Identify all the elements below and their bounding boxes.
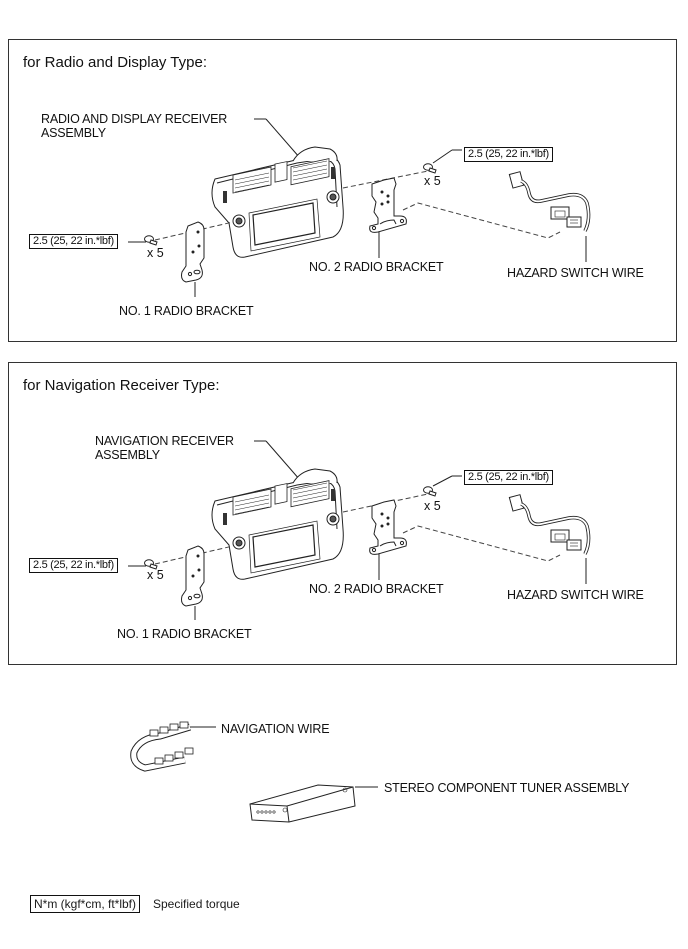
leader-line <box>265 440 301 481</box>
panel-title: for Navigation Receiver Type: <box>23 377 220 394</box>
bracket-illustration <box>181 545 205 607</box>
receiver-label-line2: ASSEMBLY <box>41 126 106 140</box>
bracket2-label: NO. 2 RADIO BRACKET <box>309 582 444 596</box>
panel-a-artwork <box>128 118 591 297</box>
panel-b-artwork <box>128 440 591 620</box>
dashed-guide <box>402 525 561 562</box>
hazard-wire-label: HAZARD SWITCH WIRE <box>507 588 644 602</box>
quantity-right: x 5 <box>424 499 441 513</box>
torque-spec-right: 2.5 (25, 22 in.*lbf) <box>464 147 553 162</box>
leader-line <box>432 149 453 164</box>
receiver-label: RADIO AND DISPLAY RECEIVER ASSEMBLY <box>41 112 227 140</box>
receiver-label: NAVIGATION RECEIVER ASSEMBLY <box>95 434 234 462</box>
tuner-box-illustration <box>249 784 378 823</box>
stereo-tuner-label: STEREO COMPONENT TUNER ASSEMBLY <box>384 781 630 795</box>
navigation-wire-label: NAVIGATION WIRE <box>221 722 330 736</box>
bracket-illustration <box>369 499 407 555</box>
wire-harness-illustration <box>507 492 591 556</box>
receiver-label-line2: ASSEMBLY <box>95 448 160 462</box>
leader-line <box>265 118 301 159</box>
wire-harness-illustration <box>507 169 591 233</box>
hazard-wire-label: HAZARD SWITCH WIRE <box>507 266 644 280</box>
bracket-illustration <box>181 221 205 283</box>
torque-spec-left: 2.5 (25, 22 in.*lbf) <box>29 234 118 249</box>
bracket1-label: NO. 1 RADIO BRACKET <box>117 627 252 641</box>
radio-receiver-illustration <box>211 468 344 580</box>
panel-radio-display: for Radio and Display Type: RADIO AND DI… <box>8 39 677 342</box>
bracket1-label: NO. 1 RADIO BRACKET <box>119 304 254 318</box>
receiver-label-line1: RADIO AND DISPLAY RECEIVER <box>41 112 228 126</box>
torque-unit-legend: N*m (kgf*cm, ft*lbf) <box>30 895 141 913</box>
torque-spec-left: 2.5 (25, 22 in.*lbf) <box>29 558 118 573</box>
torque-spec-right: 2.5 (25, 22 in.*lbf) <box>464 470 553 485</box>
torque-legend-text: Specified torque <box>153 897 240 911</box>
bracket2-label: NO. 2 RADIO BRACKET <box>309 260 444 274</box>
panel-navigation: for Navigation Receiver Type: NAVIGATION… <box>8 362 677 665</box>
quantity-right: x 5 <box>424 174 441 188</box>
navigation-wire-illustration <box>130 721 216 772</box>
quantity-left: x 5 <box>147 568 164 582</box>
quantity-left: x 5 <box>147 246 164 260</box>
leader-line <box>432 475 453 487</box>
dashed-guide <box>402 202 561 239</box>
panel-title: for Radio and Display Type: <box>23 54 207 71</box>
bracket-illustration <box>369 177 407 233</box>
receiver-label-line1: NAVIGATION RECEIVER <box>95 434 234 448</box>
radio-receiver-illustration <box>211 146 344 258</box>
